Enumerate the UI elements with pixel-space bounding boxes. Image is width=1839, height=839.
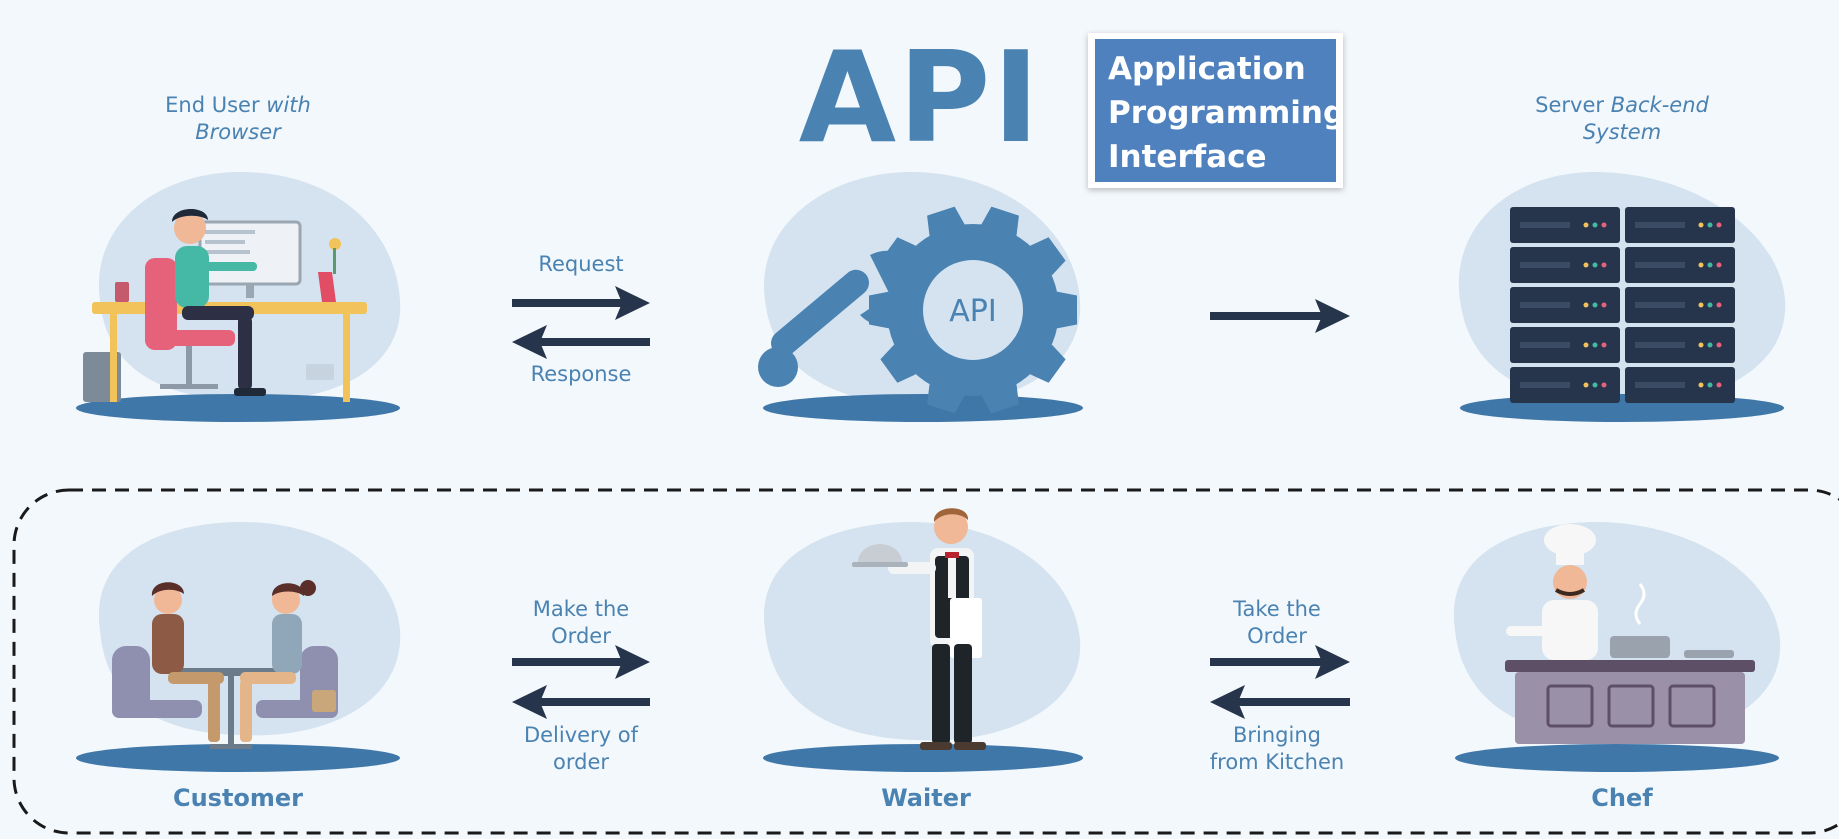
server-light <box>1707 302 1713 308</box>
server-light <box>1592 342 1598 348</box>
server-light <box>1601 262 1607 268</box>
server-light <box>1583 262 1589 268</box>
server-light <box>1716 222 1722 228</box>
server-slot <box>1635 222 1685 228</box>
server-slot <box>1520 382 1570 388</box>
api-title: API <box>798 24 1042 171</box>
customer-illustration <box>76 521 401 772</box>
customer-label: Customer <box>172 784 304 812</box>
server-light <box>1707 382 1713 388</box>
delivery-line2: order <box>553 750 609 774</box>
server-label: Server Back-end System <box>1502 92 1742 146</box>
server-light <box>1601 342 1607 348</box>
server-light <box>1698 262 1704 268</box>
response-label: Response <box>530 362 632 386</box>
make-order-arrow <box>512 645 650 679</box>
gear-api-text: API <box>949 294 996 329</box>
request-label: Request <box>538 252 624 276</box>
server-light <box>1716 382 1722 388</box>
server-label-line2: System <box>1582 120 1662 144</box>
client-label-text: End User <box>165 93 260 117</box>
take-order-line1: Take the <box>1233 597 1321 621</box>
server-slot <box>1520 222 1570 228</box>
client-ground <box>76 394 400 422</box>
bringing-arrow <box>1210 685 1350 719</box>
bringing-line2: from Kitchen <box>1209 750 1345 774</box>
server-light <box>1698 302 1704 308</box>
server-light <box>1698 382 1704 388</box>
server-light <box>1698 222 1704 228</box>
server-light <box>1592 382 1598 388</box>
server-illustration <box>1458 171 1786 422</box>
make-order-line2: Order <box>551 624 611 648</box>
server-label-text: Server <box>1535 93 1605 117</box>
server-slot <box>1635 262 1685 268</box>
server-slot <box>1520 302 1570 308</box>
server-light <box>1583 382 1589 388</box>
gear-center <box>923 260 1023 360</box>
server-light <box>1592 302 1598 308</box>
make-order-label: Make the Order <box>490 596 672 650</box>
definition-text: Application Programming Interface <box>1095 39 1345 182</box>
bringing-line1: Bringing <box>1233 723 1321 747</box>
client-label: End User with Browser <box>118 92 358 146</box>
api-to-server-arrow <box>1210 299 1350 333</box>
server-light <box>1583 342 1589 348</box>
delivery-line1: Delivery of <box>523 723 639 747</box>
server-slot <box>1520 262 1570 268</box>
server-light <box>1583 222 1589 228</box>
bringing-label: Bringing from Kitchen <box>1176 722 1378 776</box>
server-light <box>1716 302 1722 308</box>
api-ground <box>763 394 1083 422</box>
take-order-arrow <box>1210 645 1350 679</box>
server-light <box>1716 262 1722 268</box>
server-ground <box>1460 394 1784 422</box>
wrench-icon <box>758 250 926 387</box>
server-light <box>1592 262 1598 268</box>
server-label-italic: Back-end <box>1610 93 1709 117</box>
server-light <box>1698 342 1704 348</box>
server-light <box>1601 302 1607 308</box>
server-light <box>1707 342 1713 348</box>
server-slot <box>1635 382 1685 388</box>
server-blob <box>1458 171 1786 406</box>
server-slot <box>1635 302 1685 308</box>
definition-box: Application Programming Interface <box>1088 33 1345 188</box>
response-arrow <box>512 325 650 359</box>
delivery-arrow <box>512 685 650 719</box>
request-arrow <box>512 286 650 320</box>
server-light <box>1601 222 1607 228</box>
server-light <box>1716 342 1722 348</box>
take-order-line2: Order <box>1247 624 1307 648</box>
waiter-illustration <box>763 508 1083 772</box>
analogy-dashed-box <box>12 488 1839 835</box>
server-light <box>1583 302 1589 308</box>
client-label-line2: Browser <box>195 120 281 144</box>
server-light <box>1707 222 1713 228</box>
take-order-label: Take the Order <box>1186 596 1368 650</box>
end-user-illustration <box>76 171 401 422</box>
server-light <box>1707 262 1713 268</box>
client-label-italic: with <box>266 93 311 117</box>
api-gear-illustration: API <box>758 171 1083 422</box>
chef-label: Chef <box>1591 784 1653 812</box>
server-light <box>1601 382 1607 388</box>
server-slot <box>1635 342 1685 348</box>
server-slot <box>1520 342 1570 348</box>
make-order-line1: Make the <box>532 597 630 621</box>
delivery-label: Delivery of order <box>490 722 672 776</box>
server-light <box>1592 222 1598 228</box>
waiter-label: Waiter <box>881 784 971 812</box>
chef-illustration <box>1453 521 1781 772</box>
